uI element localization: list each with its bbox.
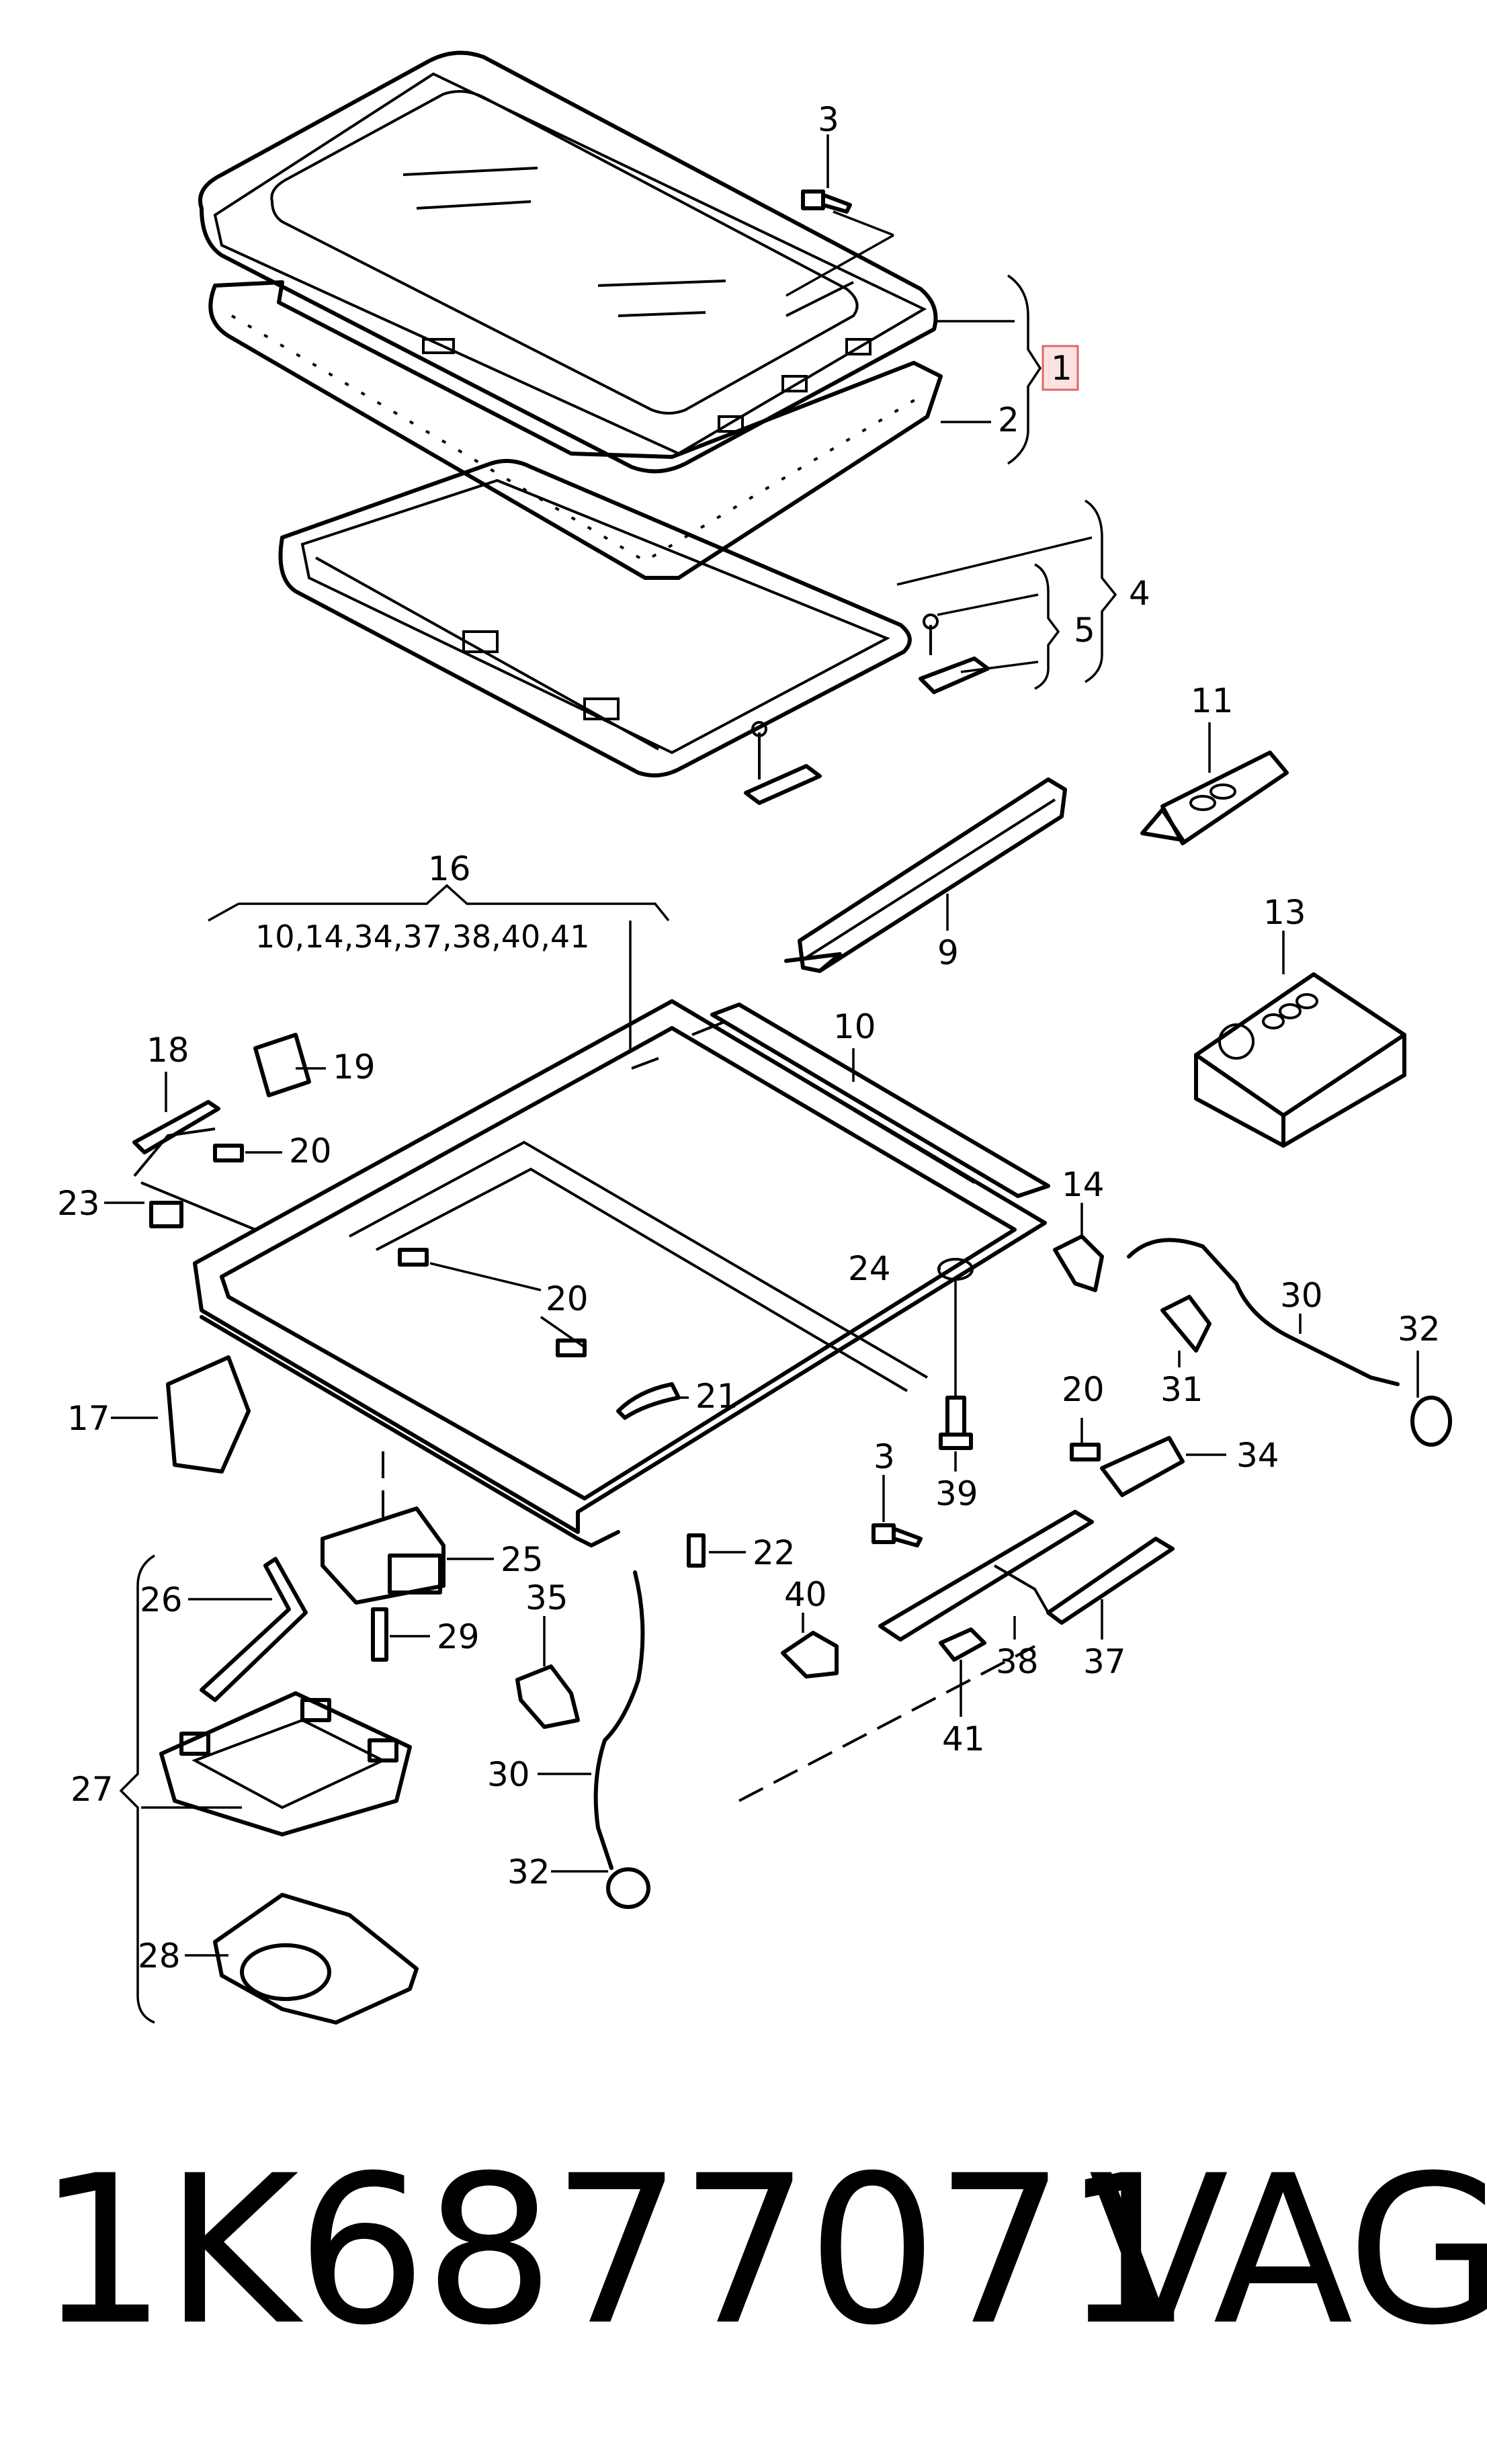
callout-13: 13 — [1263, 893, 1306, 932]
callout-32: 32 — [1398, 1310, 1441, 1349]
leader-lines — [104, 134, 1419, 2024]
glass-panel — [198, 50, 938, 474]
callout-34: 34 — [1236, 1436, 1279, 1475]
callout-31: 31 — [1160, 1370, 1203, 1409]
callout-40: 40 — [784, 1575, 827, 1614]
callout-22: 22 — [753, 1533, 796, 1572]
sunroof-motor — [321, 1506, 445, 1605]
callout-24: 24 — [848, 1249, 891, 1288]
hex-key — [200, 1557, 308, 1702]
callout-23: 23 — [57, 1184, 100, 1223]
pad-20c — [556, 1339, 587, 1357]
callout-1-highlight — [1042, 345, 1079, 391]
clip-40 — [781, 1631, 839, 1679]
callout-30: 30 — [1280, 1276, 1323, 1315]
bolt-lower — [872, 1523, 923, 1547]
callout-1: 1 — [1051, 349, 1072, 388]
callout-39: 39 — [935, 1474, 978, 1513]
bracket-28 — [213, 1893, 419, 2025]
sunroof-main-frame — [133, 999, 1050, 1547]
vw-kit-box — [1194, 972, 1406, 1148]
callout-38: 38 — [996, 1642, 1039, 1681]
callout-11: 11 — [1191, 681, 1234, 720]
grommet-right — [1410, 1396, 1452, 1447]
bracket-14 — [1053, 1234, 1104, 1292]
callout-20: 20 — [1062, 1370, 1105, 1409]
seal-strip-18 — [132, 1100, 220, 1154]
callout-9: 9 — [937, 933, 959, 972]
bracket-35 — [515, 1664, 580, 1729]
callout-14: 14 — [1062, 1165, 1105, 1204]
seal — [208, 280, 943, 580]
pad-20d — [1070, 1443, 1101, 1461]
pad-19 — [253, 1033, 311, 1097]
connector-34 — [1100, 1436, 1185, 1497]
sealant-tube — [1140, 751, 1289, 845]
hose-clip — [1160, 1295, 1212, 1353]
pad-20a — [213, 1144, 244, 1162]
callout-30: 30 — [487, 1755, 530, 1794]
callout-19: 19 — [333, 1048, 376, 1087]
brand-name: VAG — [1089, 2131, 1487, 2370]
frame — [278, 459, 912, 777]
drain-hose-right — [1127, 1238, 1400, 1386]
callout-28: 28 — [138, 1937, 181, 1976]
callout-35: 35 — [525, 1578, 568, 1617]
housing-27 — [159, 1691, 412, 1836]
callout-26: 26 — [140, 1580, 183, 1619]
callout-41: 41 — [942, 1719, 985, 1758]
assembly-line — [738, 1645, 1035, 1802]
bolt-22 — [687, 1533, 706, 1568]
callout-27: 27 — [71, 1770, 114, 1809]
callout-21: 21 — [695, 1377, 738, 1416]
strip-21 — [616, 1382, 681, 1420]
bracket-17 — [166, 1355, 251, 1474]
callout-18: 18 — [146, 1031, 189, 1070]
callout-37: 37 — [1083, 1642, 1126, 1681]
callout-2: 2 — [998, 400, 1019, 439]
pad-20b — [398, 1248, 429, 1267]
drain-hose-left — [593, 1570, 645, 1870]
callout-16: 16 — [428, 849, 471, 888]
bolt-top — [801, 189, 852, 214]
callout-20: 20 — [289, 1132, 332, 1171]
callout-3: 3 — [818, 100, 839, 139]
callout-17: 17 — [67, 1399, 110, 1438]
callout-3: 3 — [874, 1437, 895, 1476]
callout-20: 20 — [546, 1279, 589, 1318]
slide-mechanism — [878, 1510, 1175, 1642]
callout-25: 25 — [501, 1540, 544, 1579]
bolt-39 — [939, 1396, 973, 1450]
callout-16-list: 10,14,34,37,38,40,41 — [255, 919, 589, 955]
callout-10: 10 — [833, 1007, 876, 1046]
callout-4: 4 — [1129, 574, 1150, 613]
callout-32: 32 — [507, 1853, 550, 1892]
bolt-29 — [371, 1607, 388, 1662]
callout-29: 29 — [437, 1617, 480, 1656]
pad-23 — [149, 1201, 183, 1228]
callout-labels: 1 2 3 4 5 9 11 13 16 10,14,34,37,38,40,4… — [57, 100, 1441, 1976]
clip-set — [744, 613, 990, 805]
exploded-sunroof-diagram: 1 2 3 4 5 9 11 13 16 10,14,34,37,38,40,4… — [57, 50, 1452, 2025]
switch-41 — [939, 1627, 986, 1662]
callout-5: 5 — [1074, 611, 1095, 650]
grommet-left — [606, 1867, 650, 1909]
part-number: 1K6877071 — [37, 2131, 1193, 2370]
guide-rail — [784, 777, 1067, 973]
